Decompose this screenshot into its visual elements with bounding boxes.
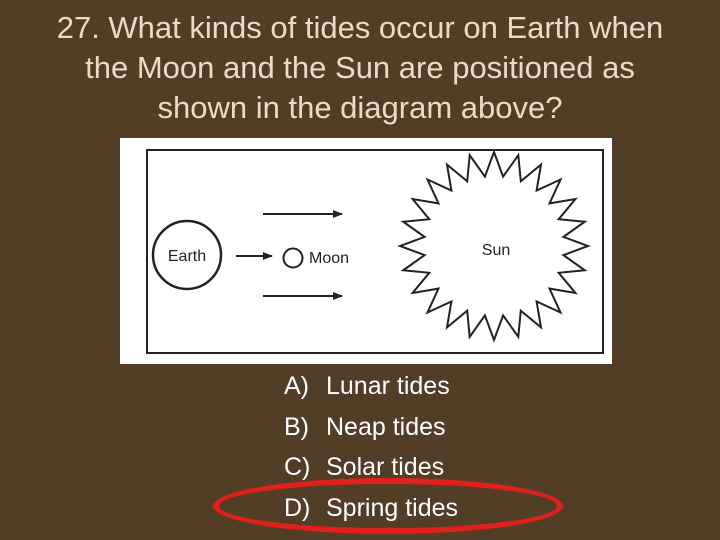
question-line: shown in the diagram above?: [157, 90, 563, 125]
question-line: the Moon and the Sun are positioned as: [85, 50, 635, 85]
sun-shape: [397, 149, 591, 343]
answer-letter: D): [284, 493, 311, 522]
answer-text: Solar tides: [326, 453, 445, 481]
answer-letter: B): [284, 412, 309, 441]
sun-label: Sun: [482, 242, 510, 259]
answer-option-a[interactable]: A) Lunar tides: [284, 366, 458, 407]
answer-text: Neap tides: [326, 412, 446, 441]
diagram-frame: [146, 149, 604, 354]
answer-option-c[interactable]: C) Solar tides: [284, 447, 458, 488]
tide-diagram: Earth Moon Sun: [120, 138, 612, 364]
answer-text: Lunar tides: [326, 372, 450, 400]
question-line: 27. What kinds of tides occur on Earth w…: [56, 10, 664, 45]
answer-letter: C): [284, 453, 311, 481]
moon-circle: [282, 247, 304, 269]
moon-label: Moon: [309, 250, 349, 267]
earth-circle: [151, 219, 223, 291]
answer-letter: A): [284, 372, 309, 400]
answer-list: A) Lunar tides B) Neap tides C) Solar tides…: [284, 366, 458, 528]
answer-text: Spring tides: [326, 493, 459, 522]
question-text: 27. What kinds of tides occur on Earth w…: [0, 8, 720, 128]
answer-option-b[interactable]: B) Neap tides: [284, 407, 458, 448]
answer-option-d[interactable]: D) Spring tides: [284, 488, 458, 529]
diagram-svg: Earth Moon Sun: [146, 149, 604, 354]
earth-label: Earth: [168, 248, 206, 265]
